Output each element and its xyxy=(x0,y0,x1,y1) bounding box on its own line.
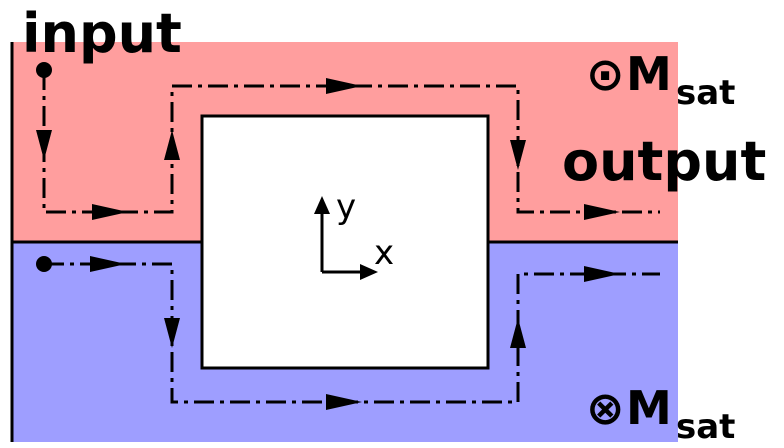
arrow-down-right xyxy=(510,140,526,170)
m-bottom-label: M xyxy=(626,381,672,435)
bottom-path-arrows xyxy=(90,256,620,410)
m-top-symbol: ⊙ xyxy=(586,47,625,101)
m-top-label: M xyxy=(626,47,672,101)
input-label: input xyxy=(22,2,182,65)
top-path xyxy=(42,70,660,214)
arrow-down-left xyxy=(36,130,52,160)
top-path-arrows xyxy=(36,78,620,220)
m-top-subscript: sat xyxy=(676,73,735,113)
x-axis-label: x xyxy=(374,233,394,273)
x-axis-arrow xyxy=(360,264,378,280)
center-block xyxy=(200,114,490,370)
y-axis-arrow xyxy=(314,196,330,214)
y-axis-label: y xyxy=(336,187,356,227)
arrow-right-lower-left xyxy=(92,204,128,220)
arrow-right-top xyxy=(326,78,362,94)
m-bottom-subscript: sat xyxy=(676,407,735,447)
arrow-up-bottom xyxy=(510,318,526,348)
arrow-down-bottom xyxy=(164,318,180,348)
arrow-right-bottom-start xyxy=(90,256,126,272)
output-label: output xyxy=(562,130,766,193)
arrow-up-left xyxy=(164,130,180,160)
m-bottom-symbol: ⊗ xyxy=(586,381,625,435)
arrow-right-output-top xyxy=(584,204,620,220)
coordinate-axes: y x xyxy=(314,187,394,280)
arrow-right-bottom xyxy=(326,394,362,410)
arrow-right-output-bottom xyxy=(584,266,620,282)
